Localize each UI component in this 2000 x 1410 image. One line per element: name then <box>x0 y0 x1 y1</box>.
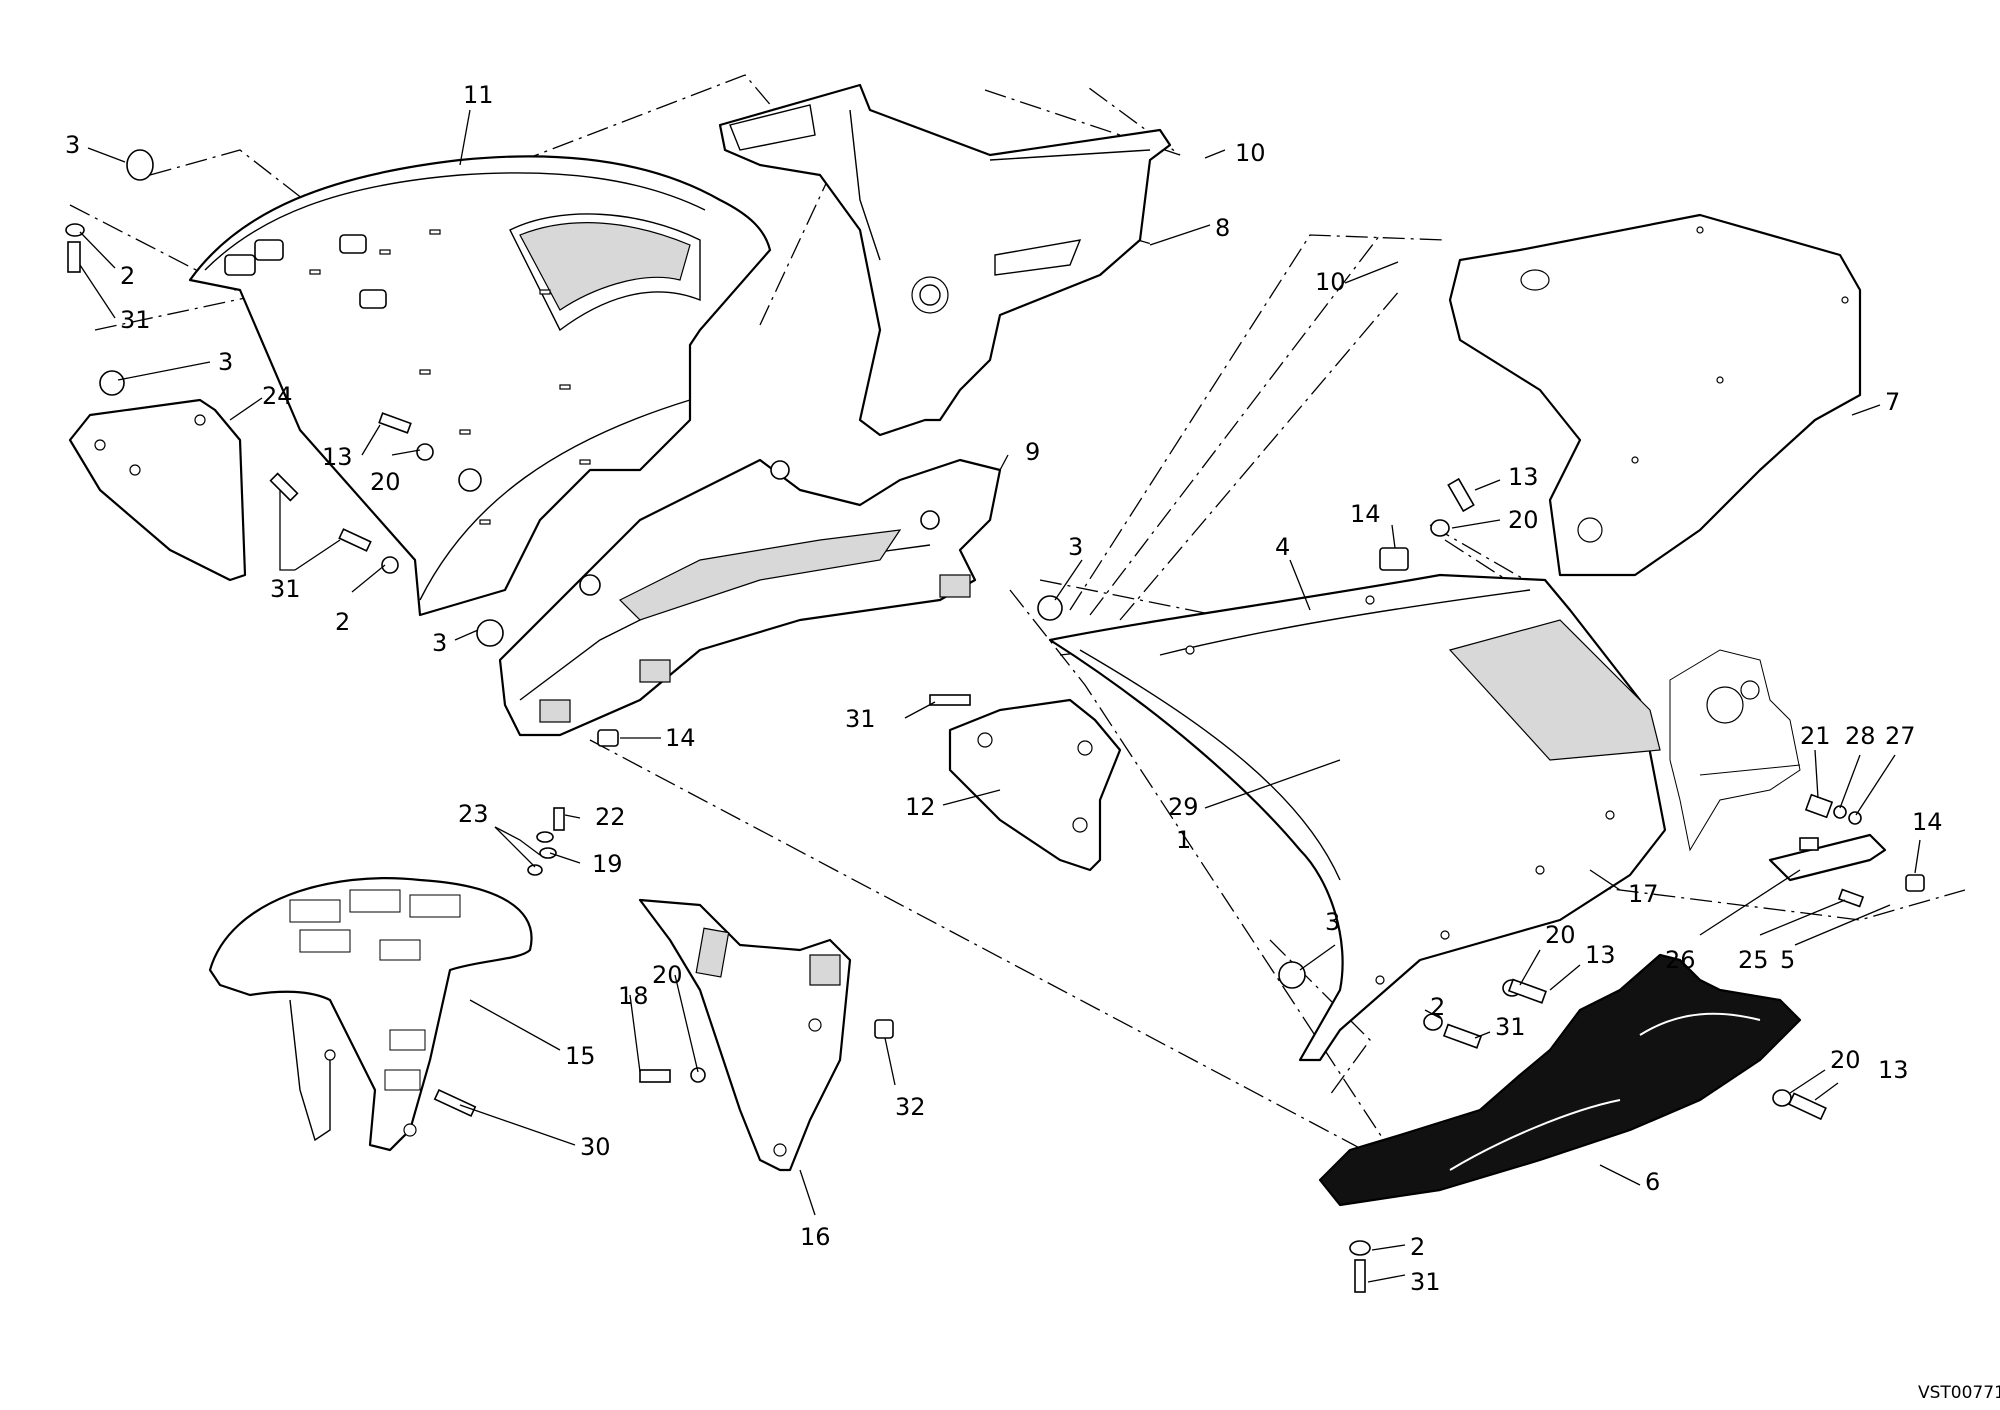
panel-7-holes <box>1631 226 1849 464</box>
small-washers <box>527 831 557 876</box>
part-15-front-mudguard <box>208 877 533 1152</box>
part-8-frame-bracket <box>718 83 1172 437</box>
callout-14: 14 <box>1350 500 1381 528</box>
callout-11: 11 <box>463 81 494 109</box>
callout-19: 19 <box>592 850 623 878</box>
callout-3: 3 <box>1068 533 1083 561</box>
callout-32: 32 <box>895 1093 926 1121</box>
callout-6: 6 <box>1645 1168 1660 1196</box>
callout-2: 2 <box>120 262 135 290</box>
part-7-side-panel <box>1448 213 1862 577</box>
part-12-side-bracket <box>948 698 1122 872</box>
engine-mount-bracket <box>1669 649 1887 882</box>
fairing-11-mount-tabs <box>224 234 387 309</box>
callout-20: 20 <box>1545 921 1576 949</box>
callout-13: 13 <box>322 443 353 471</box>
part-11-upper-fairing <box>188 155 772 617</box>
callout-3: 3 <box>1325 908 1340 936</box>
part-9-inner-panel <box>498 458 1002 737</box>
callout-2: 2 <box>1430 993 1445 1021</box>
clips <box>597 729 1925 1039</box>
callout-12: 12 <box>905 793 936 821</box>
callout-21: 21 <box>1800 722 1831 750</box>
callout-24: 24 <box>262 382 293 410</box>
part-1-main-fairing <box>1048 547 1667 1062</box>
callout-27: 27 <box>1885 722 1916 750</box>
callout-20: 20 <box>1830 1046 1861 1074</box>
callout-14: 14 <box>1912 808 1943 836</box>
callout-3: 3 <box>65 131 80 159</box>
callout-10: 10 <box>1315 268 1346 296</box>
callout-2: 2 <box>1410 1233 1425 1261</box>
part-6-belly-pan <box>1318 953 1802 1207</box>
callout-labels: 11 3 2 31 3 24 13 20 31 2 3 10 8 9 14 10… <box>65 81 1943 1296</box>
callout-4: 4 <box>1275 533 1290 561</box>
callout-31: 31 <box>845 705 876 733</box>
callout-3: 3 <box>432 629 447 657</box>
callout-13: 13 <box>1878 1056 1909 1084</box>
rubber-bushing-3 <box>99 149 1306 989</box>
fairing-11-slots <box>309 229 591 525</box>
drawing-code: VST00771 <box>1918 1383 2000 1403</box>
callout-15: 15 <box>565 1042 596 1070</box>
callout-14: 14 <box>665 724 696 752</box>
callout-5: 5 <box>1780 946 1795 974</box>
callout-22: 22 <box>595 803 626 831</box>
callout-20: 20 <box>1508 506 1539 534</box>
leader-lines <box>79 109 1921 1283</box>
callout-16: 16 <box>800 1223 831 1251</box>
callout-13: 13 <box>1508 463 1539 491</box>
callout-31: 31 <box>1410 1268 1441 1296</box>
callout-2: 2 <box>335 608 350 636</box>
callout-25: 25 <box>1738 946 1769 974</box>
callout-10: 10 <box>1235 139 1266 167</box>
callout-20: 20 <box>652 961 683 989</box>
hardware <box>65 149 1925 1293</box>
bolts <box>67 241 1865 1293</box>
callout-3: 3 <box>218 348 233 376</box>
callout-23: 23 <box>458 800 489 828</box>
mudguard-texture <box>289 889 461 1091</box>
part-24-side-plate <box>68 398 247 582</box>
callout-26: 26 <box>1665 946 1696 974</box>
callout-18: 18 <box>618 982 649 1010</box>
callout-17: 17 <box>1628 880 1659 908</box>
callout-31: 31 <box>120 306 151 334</box>
callout-13: 13 <box>1585 941 1616 969</box>
callout-7: 7 <box>1885 388 1900 416</box>
callout-30: 30 <box>580 1133 611 1161</box>
callout-31: 31 <box>1495 1013 1526 1041</box>
callout-9: 9 <box>1025 438 1040 466</box>
fairing-1-holes <box>1185 595 1615 985</box>
part-16-fork-cover <box>638 898 852 1172</box>
callout-31: 31 <box>270 575 301 603</box>
callout-28: 28 <box>1845 722 1876 750</box>
callout-29: 29 <box>1168 793 1199 821</box>
callout-8: 8 <box>1215 214 1230 242</box>
callout-1: 1 <box>1176 826 1191 854</box>
callout-20: 20 <box>370 468 401 496</box>
